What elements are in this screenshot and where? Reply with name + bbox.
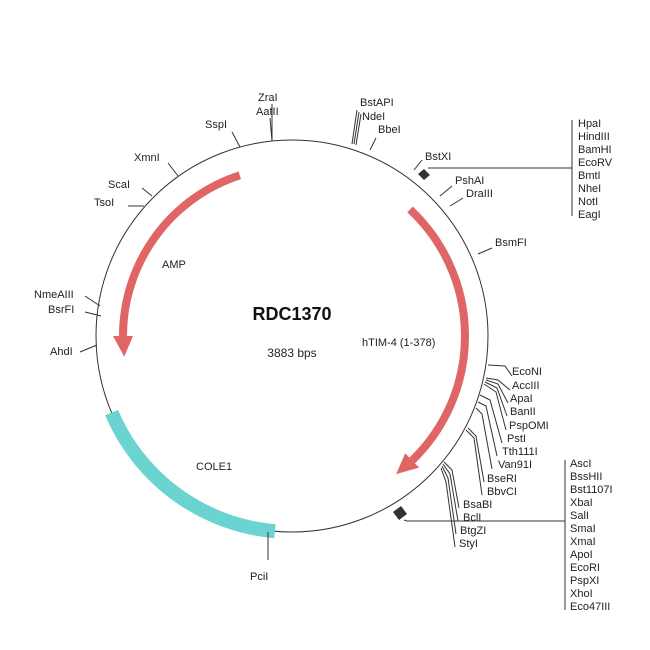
backbone-circle — [95, 139, 489, 533]
cole1-feature[interactable] — [105, 409, 276, 539]
site-pcii[interactable]: PciI — [250, 571, 268, 583]
site-bsrfi[interactable]: BsrFI — [48, 304, 74, 316]
site-acciii[interactable]: AccIII — [512, 380, 540, 392]
site-btgzi[interactable]: BtgZI — [460, 525, 486, 537]
site-apai[interactable]: ApaI — [510, 393, 533, 405]
site-bcli[interactable]: BclI — [463, 512, 481, 524]
site-ahdi[interactable]: AhdI — [50, 346, 73, 358]
site-bmti[interactable]: BmtI — [578, 170, 601, 182]
site-smai[interactable]: SmaI — [570, 523, 596, 535]
site-ecori[interactable]: EcoRI — [570, 562, 600, 574]
site-pshai[interactable]: PshAI — [455, 175, 484, 187]
site-styi[interactable]: StyI — [459, 538, 478, 550]
site-ticks-left — [79, 104, 273, 560]
site-ticks-right — [393, 364, 566, 610]
site-asci[interactable]: AscI — [570, 458, 591, 470]
mcs1-cluster-marks — [418, 169, 430, 180]
site-nhei[interactable]: NheI — [578, 183, 601, 195]
site-draiii[interactable]: DraIII — [466, 188, 493, 200]
site-bbei[interactable]: BbeI — [378, 124, 401, 136]
site-van91i[interactable]: Van91I — [498, 459, 532, 471]
site-ecorv[interactable]: EcoRV — [578, 157, 613, 169]
amp-arrowhead — [113, 336, 133, 357]
site-apoi[interactable]: ApoI — [570, 549, 593, 561]
site-hpai[interactable]: HpaI — [578, 118, 601, 130]
plasmid-name: RDC1370 — [252, 304, 331, 324]
site-eco47iii[interactable]: Eco47III — [570, 601, 610, 613]
site-bsshii[interactable]: BssHII — [570, 471, 602, 483]
site-psti[interactable]: PstI — [507, 433, 526, 445]
site-econi[interactable]: EcoNI — [512, 366, 542, 378]
site-tth111i[interactable]: Tth111I — [502, 446, 538, 458]
site-xhoi[interactable]: XhoI — [570, 588, 593, 600]
site-bsabi[interactable]: BsaBI — [463, 499, 492, 511]
site-zrai[interactable]: ZraI — [258, 92, 278, 104]
site-bamhi[interactable]: BamHI — [578, 144, 612, 156]
site-ndei[interactable]: NdeI — [362, 111, 385, 123]
htim4-arrowhead — [396, 453, 420, 475]
site-sspi[interactable]: SspI — [205, 119, 227, 131]
site-bstapi[interactable]: BstAPI — [360, 97, 394, 109]
site-ticks-top-right — [351, 109, 573, 255]
site-pspomi[interactable]: PspOMI — [509, 420, 549, 432]
site-nmeaiii[interactable]: NmeAIII — [34, 289, 74, 301]
site-noti[interactable]: NotI — [578, 196, 598, 208]
amp-feature-arrow[interactable] — [119, 171, 242, 337]
site-hindiii[interactable]: HindIII — [578, 131, 610, 143]
site-beseri[interactable]: BseRI — [487, 473, 517, 485]
mcs2-site-list: AscI BssHII Bst1107I XbaI SalI SmaI XmaI… — [570, 458, 613, 613]
htim4-feature-arrow[interactable] — [407, 206, 469, 464]
site-bbvci[interactable]: BbvCI — [487, 486, 517, 498]
site-xbai[interactable]: XbaI — [570, 497, 593, 509]
site-bsmfi[interactable]: BsmFI — [495, 237, 527, 249]
site-sali[interactable]: SalI — [570, 510, 589, 522]
site-banii[interactable]: BanII — [510, 406, 536, 418]
site-tsoi[interactable]: TsoI — [94, 197, 114, 209]
feature-label-cole1: COLE1 — [196, 461, 232, 473]
site-bstxi[interactable]: BstXI — [425, 151, 451, 163]
site-scai[interactable]: ScaI — [108, 179, 130, 191]
site-aatii[interactable]: AatII — [256, 106, 279, 118]
mcs1-site-list: HpaI HindIII BamHI EcoRV BmtI NheI NotI … — [578, 118, 613, 221]
site-pspxi[interactable]: PspXI — [570, 575, 599, 587]
site-bst1107i[interactable]: Bst1107I — [570, 484, 613, 496]
feature-label-htim4: hTIM-4 (1-378) — [362, 337, 435, 349]
feature-label-amp: AMP — [162, 259, 186, 271]
plasmid-size: 3883 bps — [267, 346, 316, 360]
site-xmni[interactable]: XmnI — [134, 152, 160, 164]
site-xmai[interactable]: XmaI — [570, 536, 596, 548]
mcs2-cluster-marks — [393, 506, 407, 520]
site-eagi[interactable]: EagI — [578, 209, 601, 221]
